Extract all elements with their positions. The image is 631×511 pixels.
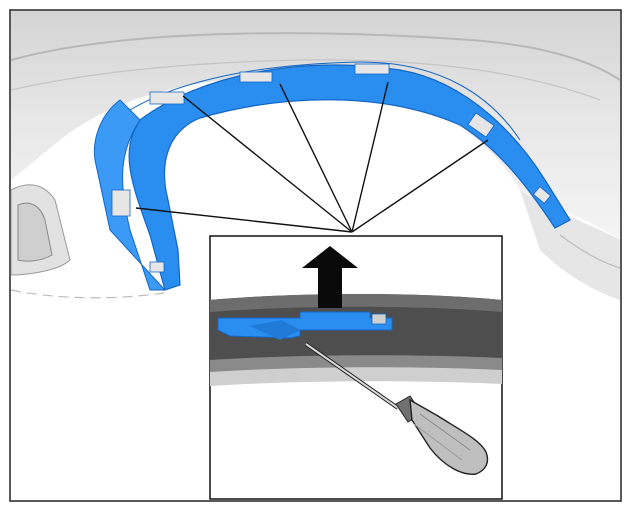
leader-line-5 bbox=[351, 139, 489, 233]
outer-frame bbox=[9, 9, 622, 502]
leader-line-2 bbox=[182, 95, 353, 233]
leader-line-4 bbox=[351, 81, 389, 233]
leader-line-3 bbox=[279, 83, 353, 233]
leader-line-1 bbox=[135, 207, 353, 233]
vehicle-body bbox=[10, 11, 621, 300]
screwdriver-icon bbox=[304, 342, 489, 475]
detail-inset bbox=[209, 235, 503, 500]
blue-trim-bracket bbox=[93, 61, 571, 291]
callout-leaders bbox=[135, 81, 489, 233]
upward-arrow-icon bbox=[302, 241, 358, 308]
